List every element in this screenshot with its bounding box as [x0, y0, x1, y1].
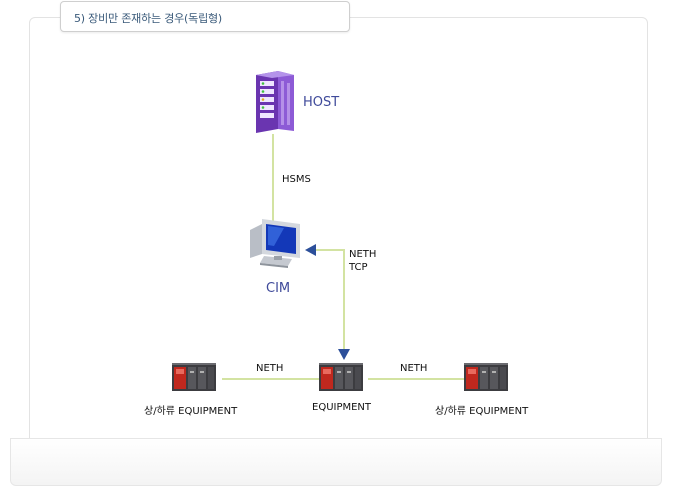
host-cim-connector: [272, 134, 274, 222]
equipment-left-label: 상/하류 EQUIPMENT: [144, 406, 238, 417]
arrow-down-icon: [338, 349, 350, 360]
equipment-left-icon: [172, 363, 216, 391]
cim-arrow-connector-top: [314, 249, 345, 251]
server-icon: [256, 71, 294, 133]
equipment-center-label: EQUIPMENT: [312, 402, 372, 413]
left-link-label: NETH: [256, 363, 284, 374]
left-equipment-connector: [222, 378, 319, 380]
equipment-right-label: 상/하류 EQUIPMENT: [435, 406, 529, 417]
cim-equipment-connector: [343, 249, 345, 350]
cim-label: CIM: [266, 281, 291, 296]
host-label: HOST: [303, 95, 340, 110]
neth-link-label: NETH: [349, 249, 377, 260]
equipment-right-icon: [464, 363, 508, 391]
arrow-left-icon: [305, 244, 316, 256]
right-equipment-connector: [368, 378, 464, 380]
right-link-label: NETH: [400, 363, 428, 374]
section-title: 5) 장비만 존재하는 경우(독립형): [74, 12, 223, 25]
tcp-link-label: TCP: [349, 262, 368, 273]
equipment-center-icon: [319, 363, 363, 391]
section-tab: 5) 장비만 존재하는 경우(독립형): [60, 1, 350, 32]
footer-bar: [10, 438, 662, 486]
computer-icon: [250, 219, 300, 268]
hsms-link-label: HSMS: [282, 174, 311, 185]
